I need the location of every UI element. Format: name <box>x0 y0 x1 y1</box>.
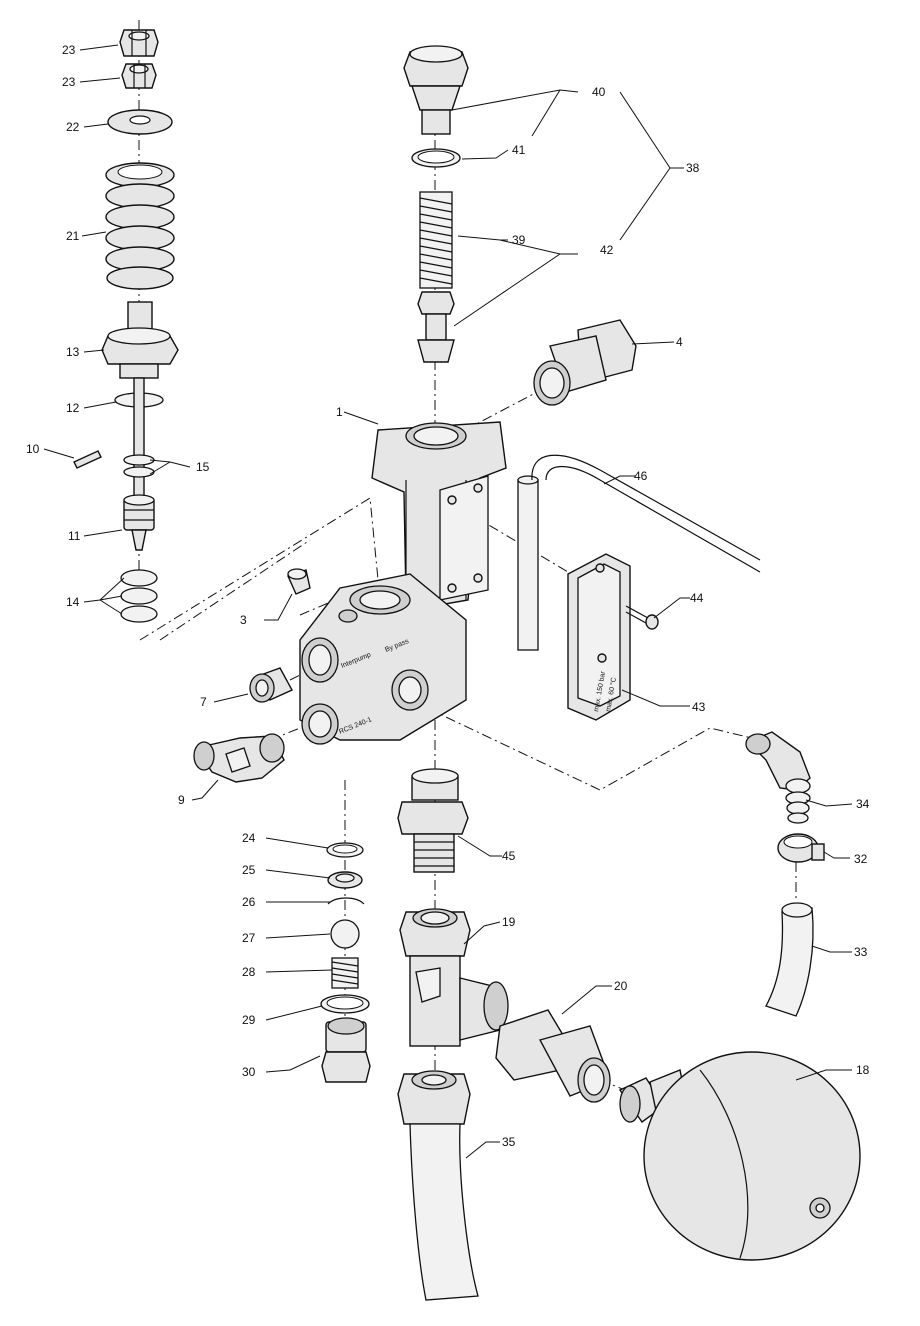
label-25: 25 <box>242 863 256 877</box>
nut-23-upper <box>119 29 159 57</box>
label-39: 39 <box>512 233 526 247</box>
label-24: 24 <box>242 831 256 845</box>
label-19: 19 <box>502 915 516 929</box>
label-45: 45 <box>502 849 516 863</box>
label-26: 26 <box>242 895 256 909</box>
tee-19 <box>399 908 509 1047</box>
hose-35 <box>397 1070 479 1301</box>
elbow-34 <box>745 731 811 824</box>
label-44: 44 <box>690 591 704 605</box>
label-35: 35 <box>502 1135 516 1149</box>
label-34: 34 <box>856 797 870 811</box>
tube-46 <box>517 454 761 651</box>
label-12: 12 <box>66 401 80 415</box>
label-15: 15 <box>196 460 210 474</box>
label-21: 21 <box>66 229 80 243</box>
plug-30 <box>321 1017 371 1083</box>
ball-27 <box>330 919 360 949</box>
leader-lines <box>43 44 853 1159</box>
label-29: 29 <box>242 1013 256 1027</box>
label-14: 14 <box>66 595 80 609</box>
label-40: 40 <box>592 85 606 99</box>
accumulator-18 <box>618 1051 861 1261</box>
label-41: 41 <box>512 143 526 157</box>
ring-26 <box>327 897 365 905</box>
label-1: 1 <box>336 405 343 419</box>
label-30: 30 <box>242 1065 256 1079</box>
label-18: 18 <box>856 1063 870 1077</box>
nut-23-lower <box>121 63 157 89</box>
label-10: 10 <box>26 442 40 456</box>
hose-33 <box>765 902 814 1017</box>
pressure-switch-43: max. 150 bar max. 60 °C <box>567 553 631 721</box>
fitting-45 <box>397 768 469 873</box>
label-38: 38 <box>686 161 700 175</box>
clamp-32 <box>777 833 825 863</box>
plug-7 <box>249 667 293 703</box>
label-43: 43 <box>692 700 706 714</box>
spring-21 <box>105 162 175 290</box>
label-20: 20 <box>614 979 628 993</box>
oring-41 <box>411 148 461 168</box>
valve-needle <box>417 291 455 363</box>
label-11: 11 <box>68 529 81 543</box>
oring-29 <box>320 994 370 1014</box>
label-27: 27 <box>242 931 256 945</box>
valve-body-1: Interpump By pass RCS 240-1 <box>299 421 507 745</box>
orings-15 <box>123 454 155 478</box>
screw-44 <box>625 605 659 630</box>
plug-40 <box>403 45 469 135</box>
label-32: 32 <box>854 852 868 866</box>
label-23-upper: 23 <box>62 43 76 57</box>
label-28: 28 <box>242 965 256 979</box>
label-46: 46 <box>634 469 648 483</box>
spring-28 <box>331 957 359 989</box>
label-13: 13 <box>66 345 80 359</box>
fitting-20 <box>495 1009 611 1103</box>
oring-24 <box>326 842 364 858</box>
label-4: 4 <box>676 335 683 349</box>
housing-13 <box>101 301 179 379</box>
part-labels: 23 23 22 21 13 12 10 15 11 14 1 3 7 9 4 … <box>26 43 870 1149</box>
label-42: 42 <box>600 243 614 257</box>
spring-39 <box>419 191 453 289</box>
piston-stem <box>133 377 145 499</box>
label-3: 3 <box>240 613 247 627</box>
seat-25 <box>327 871 363 889</box>
fitting-4 <box>533 319 637 406</box>
label-9: 9 <box>178 793 185 807</box>
pin-10 <box>73 450 102 469</box>
elbow-9 <box>193 733 285 783</box>
label-7: 7 <box>200 695 207 709</box>
washer-22 <box>107 109 173 135</box>
label-23-lower: 23 <box>62 75 76 89</box>
label-33: 33 <box>854 945 868 959</box>
label-22: 22 <box>66 120 80 134</box>
screw-3 <box>287 568 311 595</box>
piston-11 <box>123 494 155 551</box>
seals-14 <box>120 569 158 623</box>
